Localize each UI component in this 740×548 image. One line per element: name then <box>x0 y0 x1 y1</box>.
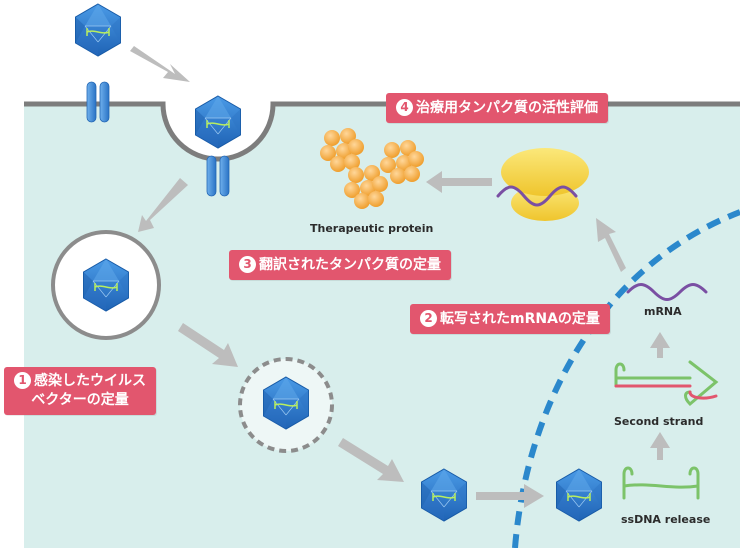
label-text: 感染したウイルス <box>34 373 146 389</box>
arrow-internalization <box>138 178 188 232</box>
arrow-transcription <box>650 332 670 358</box>
caption-second-strand: Second strand <box>614 415 704 428</box>
virus-vector-binding <box>194 95 242 149</box>
caption-mrna: mRNA <box>644 305 682 318</box>
arrow-mrna-export <box>596 218 626 272</box>
label-text: 転写されたmRNAの定量 <box>440 311 600 327</box>
virus-vector-free <box>74 3 122 57</box>
arrow-nuclear-entry <box>476 484 544 508</box>
arrow-binding <box>130 46 190 82</box>
label-text: 治療用タンパク質の活性評価 <box>416 100 598 116</box>
label-line-2: ベクターの定量 <box>31 392 129 408</box>
ssdna-genome <box>622 466 700 500</box>
label-text: 翻訳されたタンパク質の定量 <box>259 257 441 273</box>
label-number-4: 4 <box>396 99 413 116</box>
label-number-3: 3 <box>239 256 256 273</box>
arrow-endosome-escape <box>178 323 238 367</box>
second-strand-dna <box>614 360 719 407</box>
arrow-nuclear-transport <box>338 438 404 482</box>
ribosome <box>496 148 589 221</box>
mrna-strand <box>626 283 708 301</box>
cell-membrane <box>24 101 740 162</box>
process-arrows <box>130 46 670 508</box>
label-number-2: 2 <box>420 310 437 327</box>
arrow-translation <box>426 171 492 193</box>
caption-therapeutic-protein: Therapeutic protein <box>310 222 434 235</box>
label-number-1: 1 <box>14 372 31 389</box>
caption-ssdna-release: ssDNA release <box>621 513 711 526</box>
arrow-second-strand <box>650 432 670 460</box>
